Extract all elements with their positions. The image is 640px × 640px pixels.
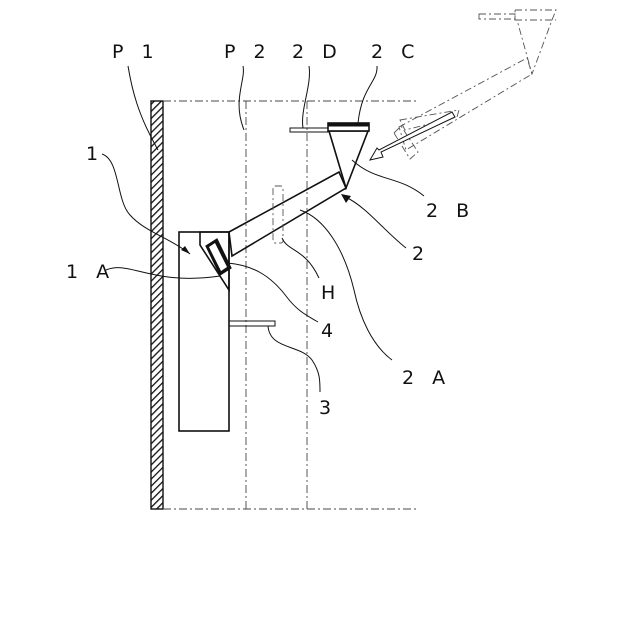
label-2d: 2 D xyxy=(292,41,343,63)
movement-arrow xyxy=(370,112,455,160)
phantom-arm xyxy=(394,10,556,159)
leader-p2 xyxy=(239,66,244,130)
wall xyxy=(151,101,163,509)
leader-2 xyxy=(344,196,406,248)
label-2a: 2 A xyxy=(402,367,451,389)
hole-h xyxy=(273,186,283,243)
leader-2c xyxy=(358,66,377,123)
label-h: H xyxy=(321,282,341,304)
leader-2a xyxy=(300,210,392,360)
leader-4 xyxy=(227,263,318,322)
funnel-2b xyxy=(329,131,368,188)
label-4: 4 xyxy=(321,320,339,342)
leader-3 xyxy=(268,326,320,392)
leader-1 xyxy=(102,154,190,254)
arrowhead-1 xyxy=(181,246,190,254)
label-1: 1 xyxy=(86,143,104,165)
label-2b: 2 B xyxy=(426,200,475,222)
label-2: 2 xyxy=(412,243,430,265)
leader-2b xyxy=(352,160,424,196)
label-2c: 2 C xyxy=(371,41,420,63)
label-1a: 1 A xyxy=(66,261,115,283)
bar-2d xyxy=(290,128,328,132)
arm-2 xyxy=(229,172,346,256)
label-p1: P 1 xyxy=(112,41,160,63)
label-3: 3 xyxy=(319,397,337,419)
member-3 xyxy=(229,321,275,326)
label-p2: P 2 xyxy=(224,41,272,63)
leader-2d xyxy=(303,66,310,128)
leader-h xyxy=(282,238,319,278)
